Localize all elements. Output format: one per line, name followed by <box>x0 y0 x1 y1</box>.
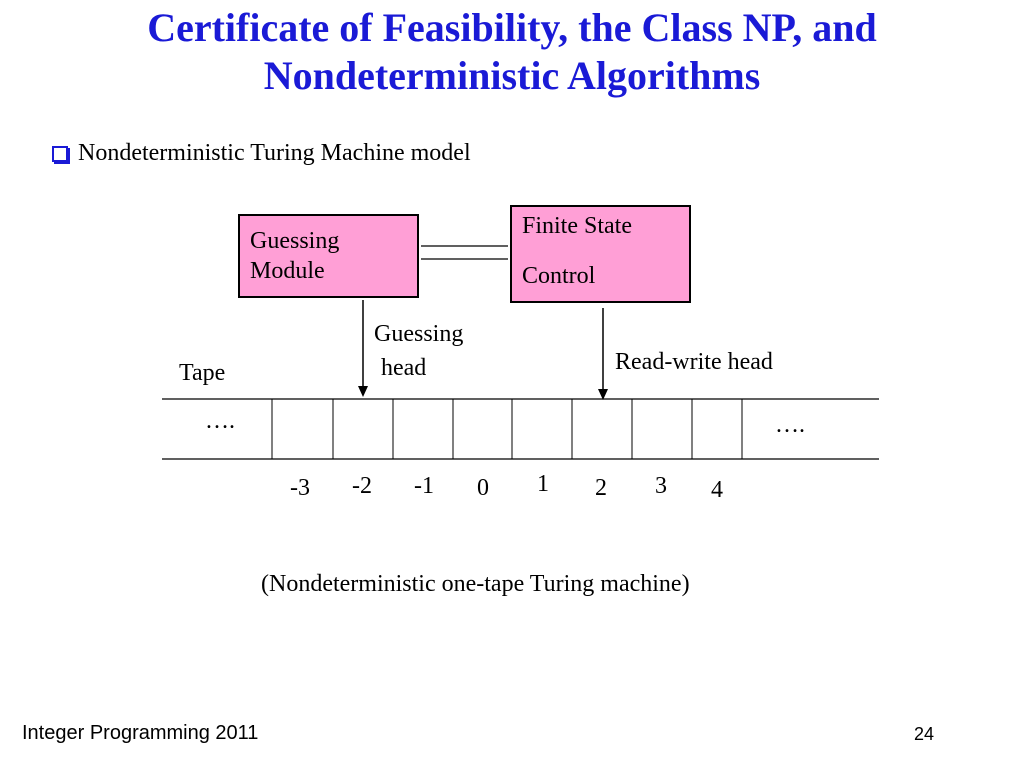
cell-index-label: -1 <box>414 473 434 499</box>
cell-index-label: 4 <box>711 477 723 503</box>
bullet-text: Nondeterministic Turing Machine model <box>78 140 471 166</box>
cell-index-label: 3 <box>655 473 667 499</box>
guessing-head-label-line1: Guessing <box>374 321 464 347</box>
cell-index-label: -2 <box>352 473 372 499</box>
diagram-caption: (Nondeterministic one-tape Turing machin… <box>261 571 690 597</box>
tape-ellipsis-left: …. <box>205 408 235 434</box>
bullet-item: Nondeterministic Turing Machine model <box>52 138 471 168</box>
guessing-module-line2: Module <box>250 258 325 284</box>
cell-index-label: 1 <box>537 471 549 497</box>
fsc-line2: Control <box>522 263 596 289</box>
guessing-head-label-line2: head <box>381 355 427 381</box>
page-number: 24 <box>914 724 935 744</box>
finite-state-control-box: Finite State Control <box>510 205 691 303</box>
slide-title: Certificate of Feasibility, the Class NP… <box>147 5 877 98</box>
checkbox-bullet-icon <box>52 146 68 162</box>
guessing-module-box: Guessing Module <box>238 214 419 298</box>
guessing-head-arrowhead <box>358 386 368 397</box>
cell-index-label: 0 <box>477 475 489 501</box>
cell-index-label: 2 <box>595 475 607 501</box>
fsc-line1: Finite State <box>522 213 632 239</box>
tape-cell-dividers <box>271 399 743 459</box>
tape-label: Tape <box>179 360 226 386</box>
cell-index-label: -3 <box>290 475 310 501</box>
rw-head-arrowhead <box>598 389 608 400</box>
tape-ellipsis-right: …. <box>775 412 805 438</box>
read-write-head-label: Read-write head <box>615 349 773 375</box>
guessing-module-line1: Guessing <box>250 228 340 254</box>
footer-course: Integer Programming 2011 <box>22 722 259 744</box>
